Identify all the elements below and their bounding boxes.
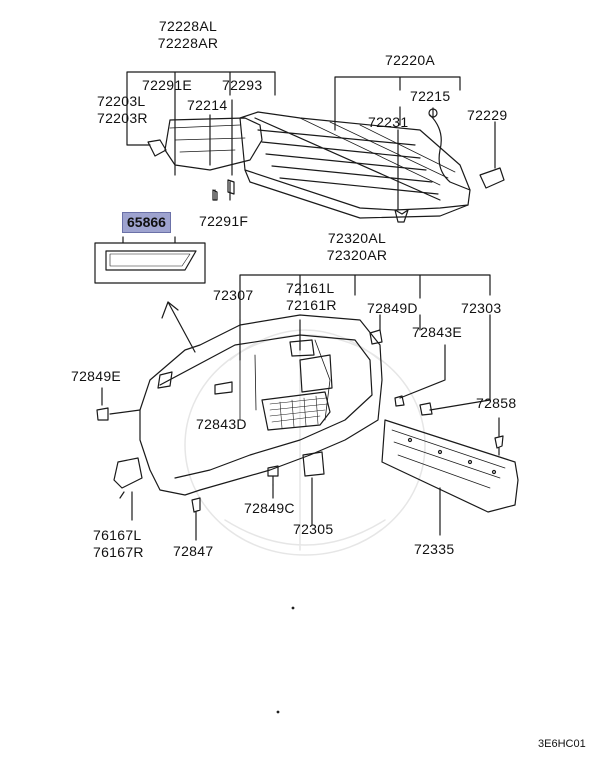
part-label-72858: 72858: [476, 395, 517, 411]
part-label-72215: 72215: [410, 88, 451, 104]
part-label-72220a: 72220A: [385, 52, 436, 68]
part-label-72307: 72307: [213, 287, 254, 303]
part-label-72320a: 72320AL 72320AR: [326, 230, 388, 263]
diagram-code: 3E6HC01: [538, 738, 586, 750]
part-label-72214: 72214: [187, 97, 228, 113]
part-label-72849c: 72849C: [244, 500, 295, 516]
part-label-65866-highlighted[interactable]: 65866: [122, 212, 171, 233]
speaker-box: [164, 117, 263, 171]
package-tray: [239, 111, 471, 211]
part-label-72229: 72229: [467, 107, 508, 123]
part-label-72843e: 72843E: [412, 324, 463, 340]
part-label-72335: 72335: [414, 541, 455, 557]
floor-mat: [105, 250, 197, 271]
part-label-76167: 76167L 76167R: [93, 527, 144, 560]
part-label-72231: 72231: [368, 114, 409, 130]
part-label-72303: 72303: [461, 300, 502, 316]
part-label-72305: 72305: [293, 521, 334, 537]
part-label-72849e: 72849E: [71, 368, 122, 384]
floor-board: [381, 419, 519, 513]
part-label-72228: 72228AL 72228AR: [157, 18, 219, 51]
part-label-72161: 72161L 72161R: [286, 280, 337, 313]
cargo-net: [261, 391, 331, 431]
part-label-72291f: 72291F: [199, 213, 249, 229]
part-label-72847: 72847: [173, 543, 214, 559]
part-label-72203: 72203L 72203R: [97, 93, 148, 126]
part-label-72293: 72293: [222, 77, 263, 93]
part-label-72843d: 72843D: [196, 416, 247, 432]
part-label-72849d: 72849D: [367, 300, 418, 316]
part-label-72291e: 72291E: [142, 77, 193, 93]
side-trim: [139, 314, 383, 496]
